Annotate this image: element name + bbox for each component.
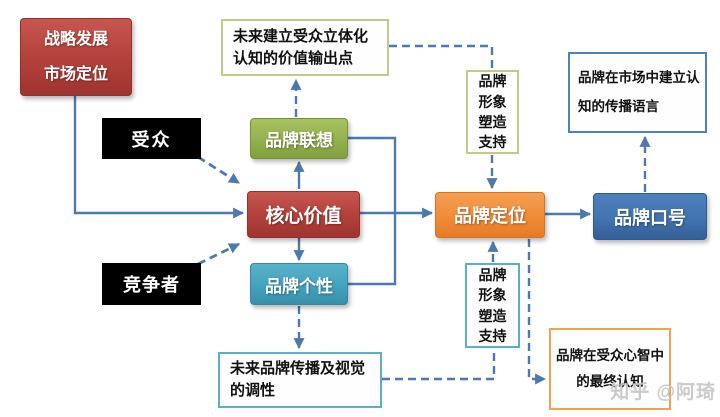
node-brand-positioning: 品牌定位 xyxy=(435,192,545,238)
node-brand-personality: 品牌个性 xyxy=(250,263,348,305)
node-future-value-output-point: 未来建立受众立体化认知的价值输出点 xyxy=(221,19,389,76)
edge-strategy-to-core xyxy=(73,96,245,219)
edge-audience-to-core xyxy=(197,155,240,185)
edge-positioning-to-final-cognition xyxy=(527,239,547,385)
edge-competitor-to-core xyxy=(197,242,240,266)
node-final-audience-cognition: 品牌在受众心智中的最终认知 xyxy=(549,328,671,410)
node-strategy-market-positioning: 战略发展 市场定位 xyxy=(20,18,132,96)
node-brand-association: 品牌联想 xyxy=(250,118,348,159)
edge-tonality-to-support-bottom xyxy=(382,349,496,381)
node-market-communication-language: 品牌在市场中建立认知的传播语言 xyxy=(568,52,707,133)
zhihu-watermark: 知乎 @阿琦 xyxy=(610,382,716,403)
node-competitor: 竞争者 xyxy=(102,263,201,305)
edge-association-personality-link xyxy=(348,136,397,286)
node-brand-image-support-bottom: 品牌形象塑造支持 xyxy=(465,263,520,348)
node-brand-image-support-top: 品牌形象塑造支持 xyxy=(466,70,519,154)
node-future-communication-tonality: 未来品牌传播及视觉的调性 xyxy=(218,352,382,408)
node-brand-slogan: 品牌口号 xyxy=(593,193,707,240)
edge-output-point-to-support-top xyxy=(389,44,494,69)
node-core-value: 核心价值 xyxy=(247,191,360,238)
node-audience: 受众 xyxy=(102,118,201,159)
